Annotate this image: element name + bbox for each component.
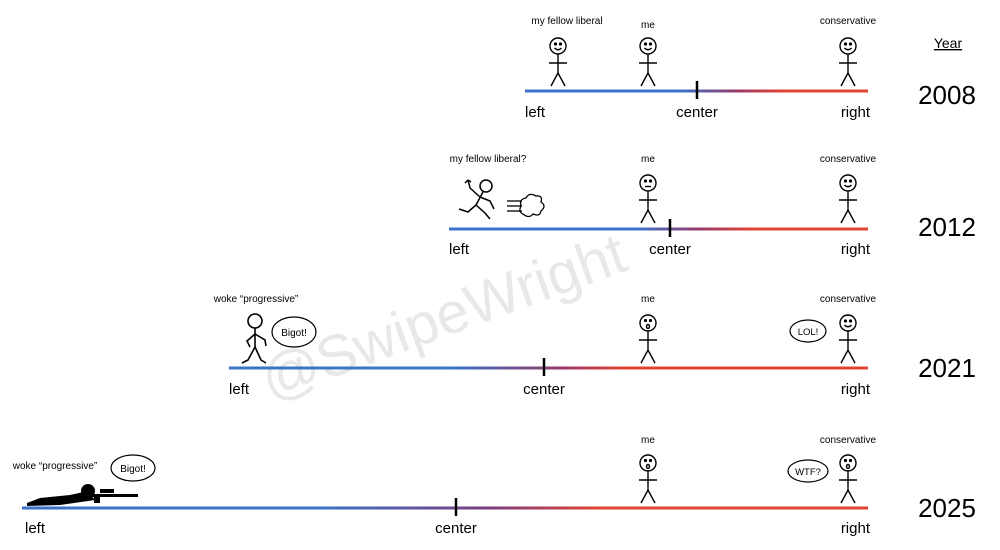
conservative-label: conservative — [820, 16, 877, 27]
liberal-label: my fellow liberal — [531, 16, 602, 27]
conservative-label: conservative — [820, 435, 877, 446]
label-center: center — [649, 241, 691, 258]
label-left: left — [525, 104, 546, 121]
me-stick-figure — [639, 454, 657, 504]
label-center: center — [435, 520, 477, 537]
label-right: right — [841, 520, 871, 537]
me-stick-figure — [639, 37, 657, 87]
year-label: 2021 — [918, 353, 976, 383]
liberal-stick-figure — [549, 37, 567, 87]
label-right: right — [841, 241, 871, 258]
speech-text: WTF? — [795, 467, 821, 478]
liberal-label: woke “progressive” — [12, 461, 97, 472]
year-label: 2008 — [918, 80, 976, 110]
speech-bubble: LOL! — [789, 319, 827, 343]
liberal-label: my fellow liberal? — [450, 154, 527, 165]
me-label: me — [641, 154, 655, 165]
speech-text: LOL! — [798, 327, 819, 338]
label-left: left — [25, 520, 46, 537]
label-left: left — [229, 381, 250, 398]
me-label: me — [641, 294, 655, 305]
liberal-label: woke “progressive” — [213, 294, 298, 305]
year-label: 2025 — [918, 493, 976, 523]
label-left: left — [449, 241, 470, 258]
me-label: me — [641, 435, 655, 446]
speech-bubble: WTF? — [787, 459, 829, 483]
conservative-stick-figure — [839, 314, 857, 364]
label-center: center — [523, 381, 565, 398]
row-2012: left center right 2012 my fellow liberal… — [449, 154, 976, 258]
me-stick-figure — [639, 314, 657, 364]
dust-cloud-icon — [507, 193, 545, 218]
row-2021: left center right 2021 woke “progressive… — [213, 294, 976, 398]
me-label: me — [641, 20, 655, 31]
year-label: 2012 — [918, 212, 976, 242]
watermark: @SwipeWright — [252, 221, 634, 413]
me-stick-figure — [639, 174, 657, 224]
pointing-liberal-figure — [241, 313, 267, 364]
row-2008: left center right 2008 my fellow liberal… — [525, 16, 976, 121]
prone-sniper-figure — [27, 484, 138, 506]
conservative-stick-figure — [839, 37, 857, 87]
speech-bubble: Bigot! — [271, 316, 317, 348]
speech-text: Bigot! — [120, 464, 146, 475]
speech-text: Bigot! — [281, 328, 307, 339]
row-2025: left center right 2025 woke “progressive… — [12, 435, 976, 537]
label-center: center — [676, 104, 718, 121]
speech-bubble: Bigot! — [110, 454, 156, 482]
conservative-label: conservative — [820, 294, 877, 305]
year-column-header: Year — [934, 35, 963, 51]
label-right: right — [841, 381, 871, 398]
running-liberal-figure — [458, 179, 495, 220]
conservative-stick-figure — [839, 174, 857, 224]
conservative-stick-figure — [839, 454, 857, 504]
conservative-label: conservative — [820, 154, 877, 165]
label-right: right — [841, 104, 871, 121]
